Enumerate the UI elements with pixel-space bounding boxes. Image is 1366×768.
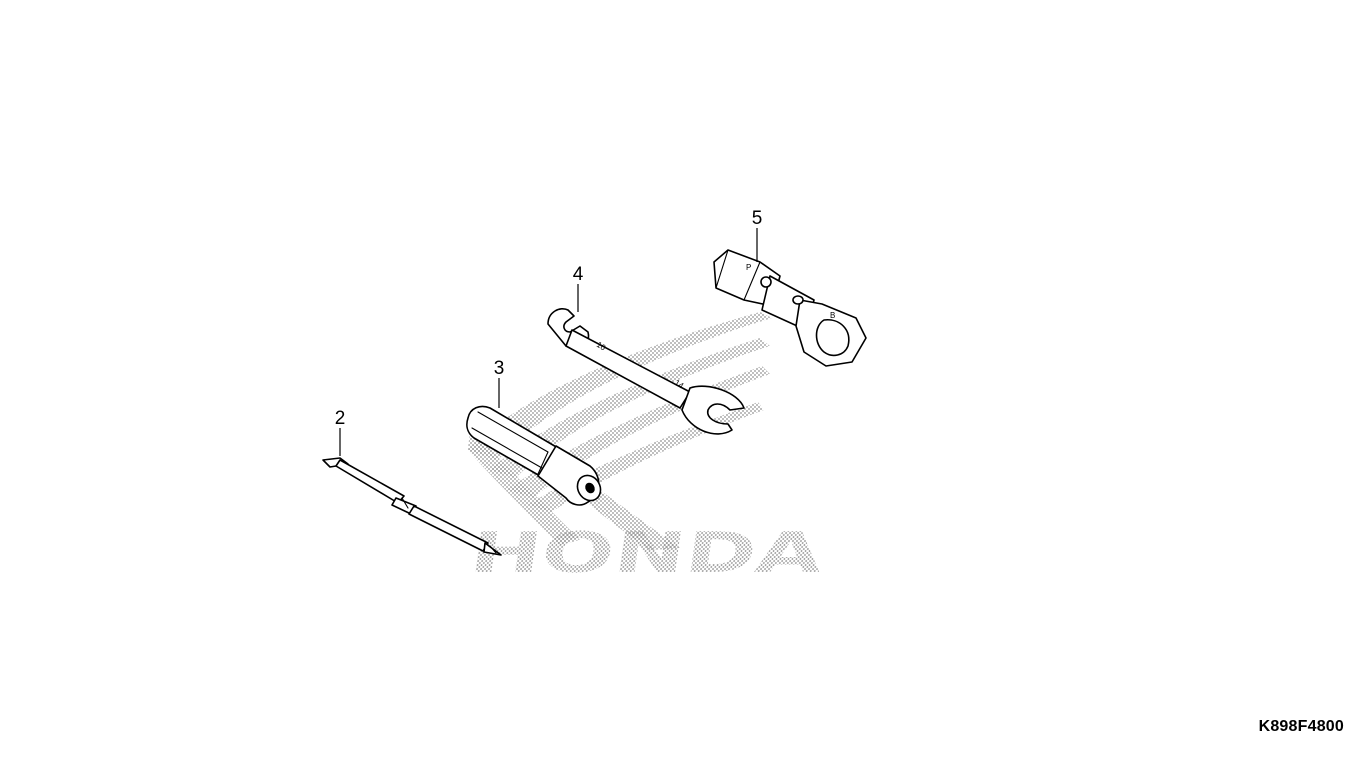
spark-plug-wrench-part: P B [713, 249, 867, 367]
honda-wordmark-watermark: HONDA [466, 521, 828, 586]
open-end-wrench-part: 10 14 [547, 308, 745, 435]
svg-text:P: P [746, 263, 751, 272]
screwdriver-blade-part [322, 457, 502, 556]
drawing-code: K898F4800 [1258, 718, 1344, 735]
leader-lines [339, 228, 758, 456]
callout-number-5: 5 [752, 208, 763, 229]
callout-number-4: 4 [573, 264, 584, 285]
callout-number-3: 3 [494, 358, 505, 379]
callout-number-2: 2 [335, 408, 346, 429]
callout-numbers: 2 3 4 5 [335, 208, 763, 429]
svg-text:B: B [830, 311, 835, 320]
watermark-text: HONDA [466, 521, 828, 586]
screwdriver-handle-part [466, 405, 602, 506]
